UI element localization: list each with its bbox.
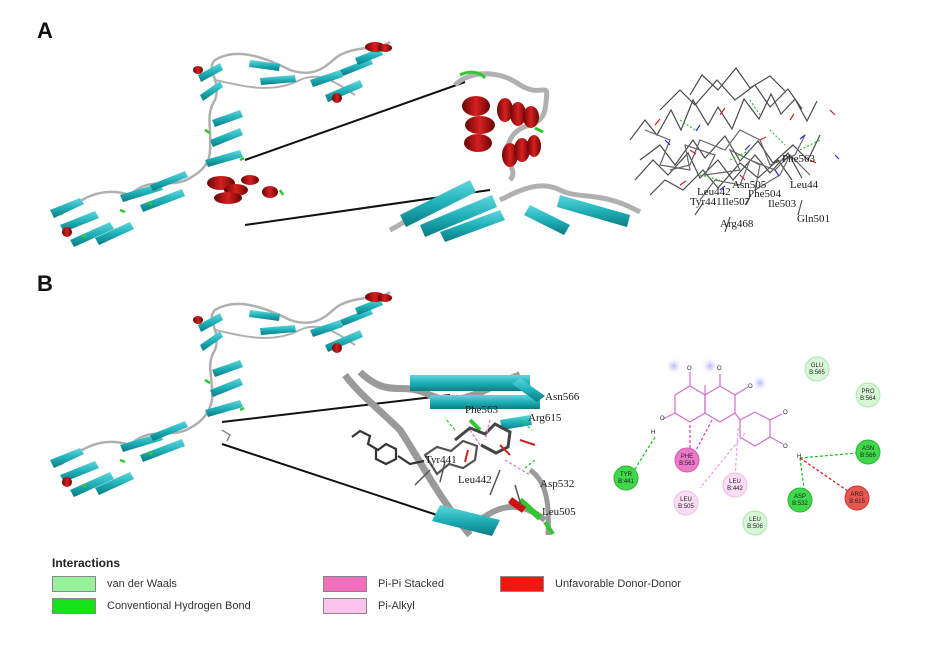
svg-text:B:532: B:532	[792, 501, 808, 507]
panel-label-a: A	[37, 18, 53, 43]
residue-label-b: Tyr441	[425, 454, 457, 466]
legend-item-hydrogen-bond: Conventional Hydrogen Bond	[52, 598, 251, 614]
residue-label-a: Arg468	[720, 218, 754, 230]
zoom-line-bottom-b	[221, 443, 453, 521]
binding-pocket-b	[342, 369, 555, 538]
svg-text:B:566: B:566	[860, 453, 876, 459]
oxygen-label: O	[717, 366, 722, 372]
residue-stick-model-a	[629, 67, 840, 233]
node-leu506: LEU B:506	[742, 510, 768, 536]
protein-ribbon-b	[50, 290, 392, 497]
panel-label-b: B	[37, 271, 53, 296]
svg-text:PRO: PRO	[861, 389, 874, 395]
legend-item-pi-alkyl: Pi-Alkyl	[323, 598, 415, 614]
node-phe563: PHE B:563	[674, 447, 700, 473]
legend-swatch	[500, 576, 544, 592]
legend-title: Interactions	[52, 556, 121, 570]
svg-text:LEU: LEU	[729, 479, 741, 485]
oxygen-label: O	[687, 366, 692, 372]
residue-labels-a: Phe563 Asn505 Leu44 Phe504 Leu442 Tyr441…	[690, 153, 830, 230]
svg-text:GLU: GLU	[811, 363, 823, 369]
legend-label: Conventional Hydrogen Bond	[107, 600, 251, 612]
legend-swatch	[323, 576, 367, 592]
svg-text:B:442: B:442	[727, 486, 743, 492]
svg-text:B:441: B:441	[618, 479, 634, 485]
residue-label-a: Asn505	[732, 179, 767, 191]
zoomed-ribbon-a	[388, 70, 642, 242]
svg-text:ASP: ASP	[794, 494, 806, 500]
interaction-diagram-2d: O O O O O O H H GLU B:565 PRO B:564	[613, 356, 881, 536]
svg-text:B:506: B:506	[747, 524, 763, 530]
node-asp532: ASP B:532	[787, 487, 813, 513]
node-tyr441: TYR B:441	[613, 465, 639, 491]
svg-text:ARG: ARG	[850, 492, 863, 498]
legend-label: Pi-Pi Stacked	[378, 578, 445, 590]
svg-text:B:565: B:565	[809, 370, 825, 376]
svg-text:LEU: LEU	[749, 517, 761, 523]
oxygen-label: O	[783, 444, 788, 450]
svg-text:PHE: PHE	[681, 454, 693, 460]
zoom-line-top-b	[221, 394, 451, 423]
node-arg615: ARG B:615	[844, 485, 870, 511]
svg-text:B:563: B:563	[679, 461, 695, 467]
residue-labels-b: Asn566 Phe563 Arg615 Tyr441 Leu442 Asp53…	[425, 391, 580, 518]
node-asn566: ASN B:566	[855, 439, 881, 465]
svg-text:TYR: TYR	[620, 472, 633, 478]
legend-item-van-der-waals: van der Waals	[52, 576, 177, 592]
oxygen-label: O	[660, 416, 665, 422]
ligand-sticks-b	[351, 417, 536, 506]
residue-label-a: Leu44	[790, 179, 819, 191]
residue-label-b: Leu442	[458, 474, 492, 486]
residue-label-b: Asp532	[540, 478, 574, 490]
legend-swatch	[52, 598, 96, 614]
residue-label-a: Tyr441	[690, 196, 722, 208]
svg-text:B:564: B:564	[860, 396, 876, 402]
oxygen-label: O	[748, 384, 753, 390]
svg-text:B:505: B:505	[678, 504, 694, 510]
svg-text:B:615: B:615	[849, 499, 865, 505]
node-glu565: GLU B:565	[804, 356, 830, 382]
residue-label-b: Asn566	[545, 391, 580, 403]
legend-label: Pi-Alkyl	[378, 600, 415, 612]
residue-label-b: Phe563	[465, 404, 499, 416]
residue-label-a: Gln501	[797, 213, 830, 225]
node-pro564: PRO B:564	[855, 382, 881, 408]
hydrogen-label: H	[651, 430, 655, 436]
residue-label-a: Ile503	[768, 198, 797, 210]
residue-label-a: Phe563	[782, 153, 816, 165]
hydrogen-label: H	[797, 454, 801, 460]
oxygen-label: O	[783, 410, 788, 416]
residue-label-a: Leu442	[697, 186, 731, 198]
residue-label-b: Leu505	[542, 506, 576, 518]
legend-label: Unfavorable Donor-Donor	[555, 578, 681, 590]
residue-label-b: Arg615	[528, 412, 562, 424]
svg-text:LEU: LEU	[680, 497, 692, 503]
residue-label-a: Ile507	[722, 196, 751, 208]
zoom-line-top-a	[244, 81, 466, 161]
residue-label-a: Phe504	[748, 188, 782, 200]
legend-item-pi-pi-stacked: Pi-Pi Stacked	[323, 576, 444, 592]
node-leu442: LEU B:442	[722, 472, 748, 498]
legend-swatch	[52, 576, 96, 592]
protein-ribbon-a	[50, 40, 392, 247]
node-leu505: LEU B:505	[673, 490, 699, 516]
legend-swatch	[323, 598, 367, 614]
legend-item-unfavorable-donor-donor: Unfavorable Donor-Donor	[500, 576, 681, 592]
svg-text:ASN: ASN	[862, 446, 874, 452]
legend-label: van der Waals	[107, 578, 177, 590]
